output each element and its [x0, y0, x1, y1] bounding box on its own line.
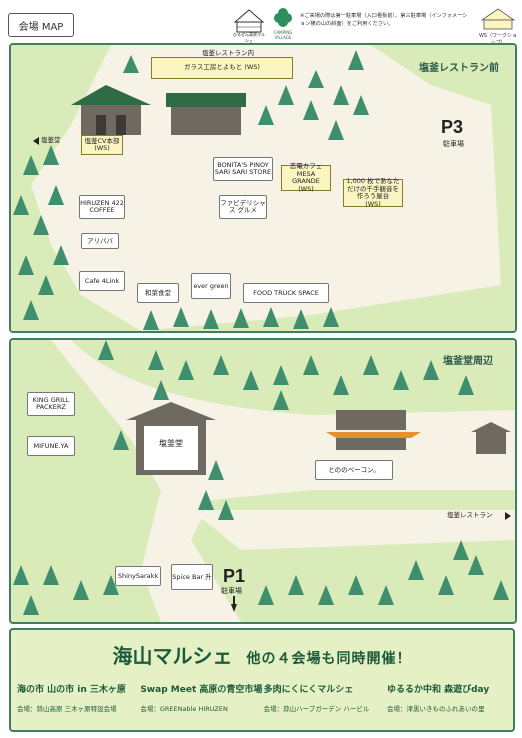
top-map-area: 塩釜レストラン前 塩釜レストラン内 ガラス工房とよもと (WS) 塩釜堂 塩釜C… — [9, 43, 517, 333]
evergreen-booth[interactable]: ever green — [191, 273, 231, 299]
map-title: 会場 MAP — [8, 13, 74, 37]
event-venue: 会場：蒜山高原 三木ヶ原特設会場 — [17, 705, 117, 713]
event-item: 多肉にくにくマルシェ 会場：蒜山ハーブガーデン ハービル — [264, 682, 384, 713]
hiruzen-marche-logo: ひるぜん高原マルシェ — [232, 8, 266, 43]
event-item: Swap Meet 高原の青空市場 会場：GREENable HIRUZEN — [140, 682, 263, 713]
senju-kannon-name: 1,000 枚であなただけの千手観音を作ろう屋台 — [346, 177, 400, 200]
event-item: 海の市 山の市 in 三木ヶ原 会場：蒜山高原 三木ヶ原特設会場 — [17, 682, 137, 713]
umiyama-marche-logo: 海山マルシェ — [112, 644, 233, 668]
shiogamado-building-label: 塩釜堂 — [159, 439, 183, 448]
hiruzen-marche-text: ひるぜん高原マルシェ — [233, 32, 265, 43]
food-truck-space[interactable]: FOOD TRUCK SPACE — [243, 283, 329, 303]
event-item: ゆるるか中和 森遊びday 会場：津黒いきものふれあいの里 — [387, 682, 507, 713]
restaurant-inside-label: 塩釜レストラン内 — [202, 50, 254, 57]
mesa-grande-ws: (WS) — [298, 184, 314, 193]
shiny-sarakk-booth[interactable]: ShinySarakk — [115, 566, 161, 586]
top-map-graphic — [11, 45, 515, 331]
event-venue: 会場：蒜山ハーブガーデン ハービル — [263, 705, 370, 713]
middle-map-graphic — [13, 340, 515, 622]
p3-parking-title: P3 — [441, 117, 464, 137]
p3-parking-label: 駐車場 — [443, 140, 464, 148]
fabideri-booth[interactable]: ファビデリシャス グルメ — [219, 195, 267, 219]
king-grill-booth[interactable]: KING GRILL PACKERZ — [27, 392, 75, 416]
to-shiogamado-label: 塩釜堂 — [41, 137, 61, 144]
spice-bar-booth[interactable]: Spice Bar 升 — [171, 564, 213, 590]
cv-honbu-ws: (WS) — [94, 144, 110, 152]
event-name: Swap Meet 高原の青空市場 — [140, 685, 263, 695]
camping-village-logo: CAMPING VILLAGE — [268, 8, 298, 40]
parking-note: ※ご来場の際は第一駐車場（入口看板前）、第三駐車場（インフォメーション横の山の斜… — [300, 13, 468, 27]
bonitas-booth[interactable]: BONITA'S PINOY SARI SARI STORE — [213, 157, 273, 181]
cafe-4link-booth[interactable]: Cafe 4Link — [79, 271, 125, 291]
event-venue: 会場：GREENable HIRUZEN — [140, 705, 228, 713]
hiruzen-coffee-booth[interactable]: HIRUZEN 422 COFFEE — [79, 195, 125, 219]
region-title-shiogamado: 塩釜堂周辺 — [443, 356, 493, 367]
senju-kannon-booth[interactable]: 1,000 枚であなただけの千手観音を作ろう屋台(WS) — [343, 177, 403, 208]
event-name: ゆるるか中和 森遊びday — [386, 685, 490, 695]
simultaneous-event-subtitle: 他の４会場も同時開催！ — [246, 651, 412, 667]
mesa-grande-name: 恋電カフェ MESA GRANDE — [289, 162, 323, 185]
middle-map-area: 塩釜堂周辺 KING GRILL PACKERZ MIFUNE.YA 塩釜堂 と… — [9, 338, 517, 624]
p1-parking-label: 駐車場 — [221, 587, 242, 595]
senju-kannon-ws: (WS) — [365, 199, 381, 208]
alibaba-booth[interactable]: アリババ — [81, 233, 119, 249]
glass-workshop-booth[interactable]: ガラス工房とよもと (WS) — [151, 57, 293, 79]
event-name: 多肉にくにくマルシェ — [263, 685, 354, 695]
cv-honbu-name: 塩釜CV本部 — [84, 136, 120, 145]
event-name: 海の市 山の市 in 三木ヶ原 — [17, 685, 126, 695]
to-restaurant-label: 塩釜レストラン — [447, 512, 493, 519]
tonono-bacon-booth[interactable]: とののベーコン。 — [315, 460, 393, 480]
other-venues-banner: 海山マルシェ 他の４会場も同時開催！ 海の市 山の市 in 三木ヶ原 会場：蒜山… — [9, 628, 515, 732]
ws-tent-icon — [480, 8, 516, 30]
wasai-booth[interactable]: 和菜食堂 — [137, 283, 179, 303]
mesa-grande-booth[interactable]: 恋電カフェ MESA GRANDE(WS) — [281, 162, 331, 193]
region-title-restaurant: 塩釜レストラン前 — [419, 63, 499, 74]
event-venue: 会場：津黒いきものふれあいの里 — [386, 705, 485, 713]
p1-parking-title: P1 — [223, 566, 246, 586]
cv-honbu-booth[interactable]: 塩釜CV本部(WS) — [81, 135, 123, 155]
ws-legend: WS（ワークショップ） — [478, 8, 518, 46]
camping-village-text: CAMPING VILLAGE — [273, 30, 293, 40]
mifune-booth[interactable]: MIFUNE.YA — [27, 436, 75, 456]
